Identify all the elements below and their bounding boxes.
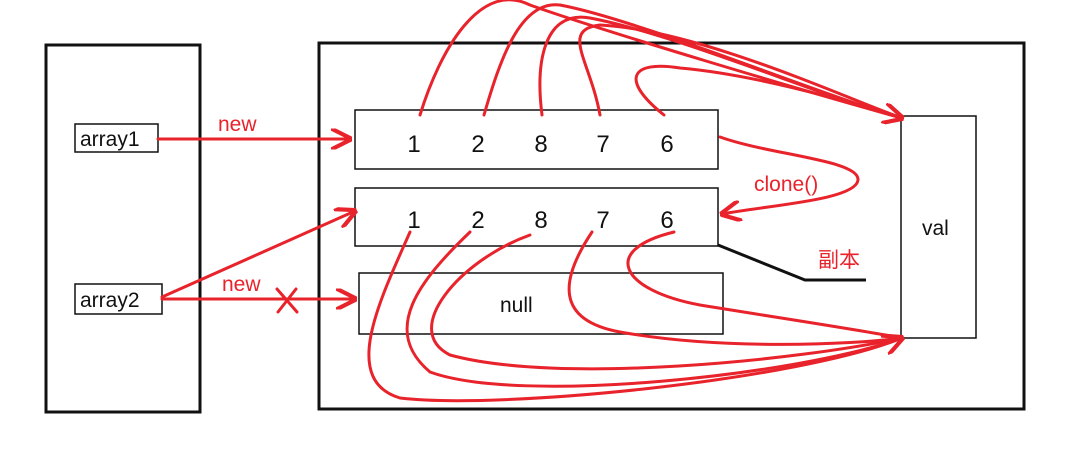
clone-label: clone() bbox=[754, 173, 818, 196]
array1-values: 1 2 8 7 6 bbox=[407, 131, 673, 158]
array2-values: 1 2 8 7 6 bbox=[407, 207, 673, 234]
new-label-array1: new bbox=[218, 113, 257, 136]
array1-heap-box bbox=[354, 109, 719, 170]
array2-value: 8 bbox=[534, 207, 547, 234]
cross-mark bbox=[275, 287, 299, 314]
array2-value: 1 bbox=[407, 207, 420, 234]
copy-pointer-line bbox=[717, 243, 866, 282]
array2-elem-arrow bbox=[405, 230, 904, 388]
array1-elem-arrow bbox=[418, 0, 902, 118]
array1-elem-arrow bbox=[578, 23, 904, 120]
array2-value: 2 bbox=[471, 207, 484, 234]
array2-elem-arrow bbox=[430, 233, 904, 371]
array1-value: 8 bbox=[534, 131, 547, 158]
array1-value: 1 bbox=[407, 131, 420, 158]
array2-elem-arrow bbox=[367, 230, 902, 403]
array1-value: 6 bbox=[660, 131, 673, 158]
array2-variable: array2 bbox=[74, 283, 163, 315]
stack-frame bbox=[44, 43, 202, 414]
array1-value: 7 bbox=[596, 131, 609, 158]
clone-arrow bbox=[720, 135, 860, 214]
copy-label: 副本 bbox=[818, 249, 860, 272]
array2-elem-arrow bbox=[626, 230, 904, 340]
null-heap-box bbox=[358, 272, 724, 335]
array2-reassign-arrow bbox=[160, 211, 355, 299]
null-label: null bbox=[500, 294, 533, 317]
new-label-array2: new bbox=[222, 273, 261, 296]
array1-label: array1 bbox=[80, 128, 140, 151]
array1-variable: array1 bbox=[74, 123, 159, 153]
array2-elem-arrow bbox=[567, 230, 904, 346]
val-box bbox=[900, 115, 977, 339]
array1-elem-arrow bbox=[538, 15, 904, 120]
array2-value: 6 bbox=[660, 207, 673, 234]
array2-value: 7 bbox=[596, 207, 609, 234]
val-label: val bbox=[922, 217, 949, 240]
array1-elem-arrow bbox=[634, 64, 904, 120]
array2-label: array2 bbox=[80, 289, 140, 312]
array1-value: 2 bbox=[471, 131, 484, 158]
